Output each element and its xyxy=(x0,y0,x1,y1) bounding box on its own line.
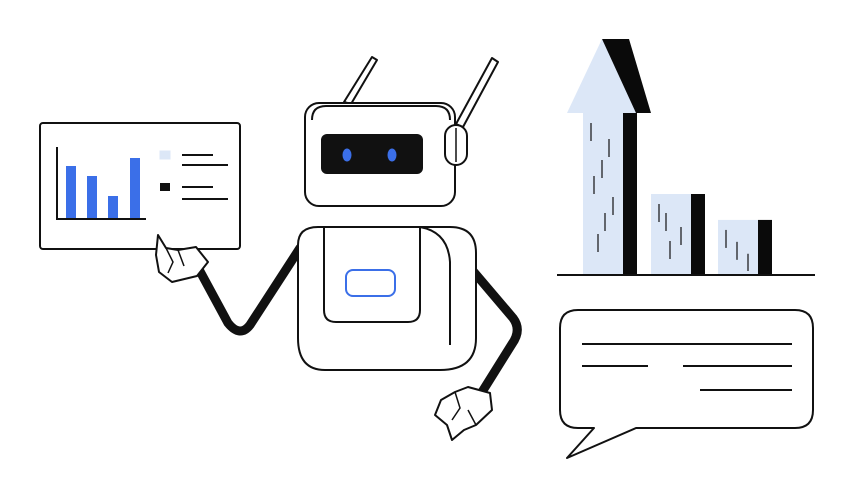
robot-face-screen xyxy=(321,134,423,174)
growth-bar xyxy=(651,194,691,275)
robot-head-top xyxy=(311,105,451,121)
growth-bar xyxy=(583,113,623,275)
robot-body xyxy=(297,226,477,371)
chart-board-bar xyxy=(66,166,76,218)
robot-antenna-right xyxy=(455,57,499,128)
robot-eye-left xyxy=(342,148,352,162)
growth-arrow-icon xyxy=(567,39,651,113)
growth-arrow-head xyxy=(567,39,636,113)
robot-arm-right xyxy=(457,253,522,397)
robot-eye-right xyxy=(387,148,397,162)
legend-swatch-dark xyxy=(160,183,170,191)
chart-board-axes xyxy=(56,147,146,220)
robot-icon xyxy=(155,56,522,441)
growth-bar-shadow xyxy=(691,194,705,275)
robot-hand-right xyxy=(434,386,493,441)
chart-board-bars xyxy=(66,158,140,218)
chart-board-icon xyxy=(39,122,241,250)
growth-bar xyxy=(718,219,758,275)
robot-arm-left xyxy=(190,243,305,336)
legend-swatch-light xyxy=(159,150,171,160)
robot-body-panel xyxy=(323,227,421,323)
robot-antenna-left xyxy=(343,56,378,105)
chart-board-bar xyxy=(130,158,140,218)
growth-arrow-shadow xyxy=(602,39,651,113)
speech-bubble-shape xyxy=(559,309,814,459)
bar-chart-icon xyxy=(583,113,772,275)
speech-bubble-icon xyxy=(559,309,814,459)
growth-bar-shadow xyxy=(623,113,637,275)
chart-board-bar xyxy=(87,176,97,218)
growth-chart xyxy=(557,39,815,276)
robot-chest-light xyxy=(345,269,396,297)
chart-board-bar xyxy=(108,196,118,218)
growth-bar-shadow xyxy=(758,219,772,275)
robot-shoulder xyxy=(419,226,451,345)
